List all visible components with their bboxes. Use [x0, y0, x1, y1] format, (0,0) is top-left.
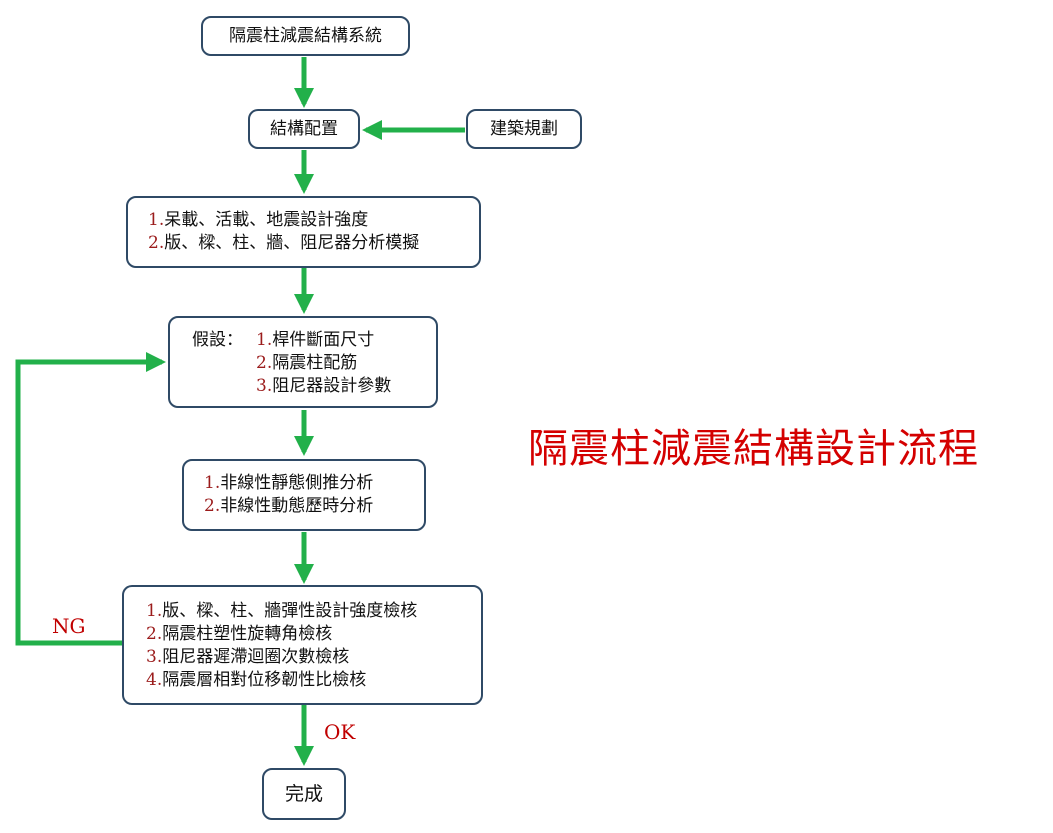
done-label: 完成: [284, 782, 323, 805]
loads-item: 2.版、樑、柱、牆、阻尼器分析模擬: [148, 233, 420, 253]
ng-label: NG: [52, 614, 86, 638]
architecture-label: 建築規劃: [490, 118, 558, 139]
checks-item: 1.版、樑、柱、牆彈性設計強度檢核: [146, 601, 418, 621]
checks-item: 3.阻尼器遲滯迴圈次數檢核: [146, 647, 350, 667]
loads-box: 1.呆載、活載、地震設計強度 2.版、樑、柱、牆、阻尼器分析模擬: [126, 196, 481, 268]
assume-box: 假設： 1.桿件斷面尺寸 2.隔震柱配筋 3.阻尼器設計參數: [168, 316, 438, 408]
checks-item: 4.隔震層相對位移韌性比檢核: [146, 670, 367, 690]
assume-item: 2.隔震柱配筋: [256, 353, 358, 373]
checks-box: 1.版、樑、柱、牆彈性設計強度檢核 2.隔震柱塑性旋轉角檢核 3.阻尼器遲滯迴圈…: [122, 585, 483, 705]
layout-box: 結構配置: [248, 109, 360, 149]
system-box: 隔震柱減震結構系統: [201, 16, 410, 56]
diagram-title: 隔震柱減震結構設計流程: [528, 426, 979, 472]
system-label: 隔震柱減震結構系統: [229, 25, 382, 46]
assume-label: 假設：: [192, 330, 243, 350]
ok-label: OK: [324, 720, 356, 744]
analysis-box: 1.非線性靜態側推分析 2.非線性動態歷時分析: [182, 459, 426, 531]
done-box: 完成: [262, 768, 346, 820]
layout-label: 結構配置: [270, 118, 338, 139]
assume-item: 3.阻尼器設計參數: [256, 376, 392, 396]
assume-item: 1.桿件斷面尺寸: [256, 330, 375, 350]
architecture-box: 建築規劃: [466, 109, 582, 149]
assume-list: 1.桿件斷面尺寸 2.隔震柱配筋 3.阻尼器設計參數: [256, 329, 391, 398]
arrow-ng-loop: [15, 352, 166, 646]
checks-item: 2.隔震柱塑性旋轉角檢核: [146, 624, 333, 644]
loads-item: 1.呆載、活載、地震設計強度: [148, 210, 369, 230]
analysis-item: 1.非線性靜態側推分析: [204, 473, 374, 493]
analysis-item: 2.非線性動態歷時分析: [204, 496, 374, 516]
